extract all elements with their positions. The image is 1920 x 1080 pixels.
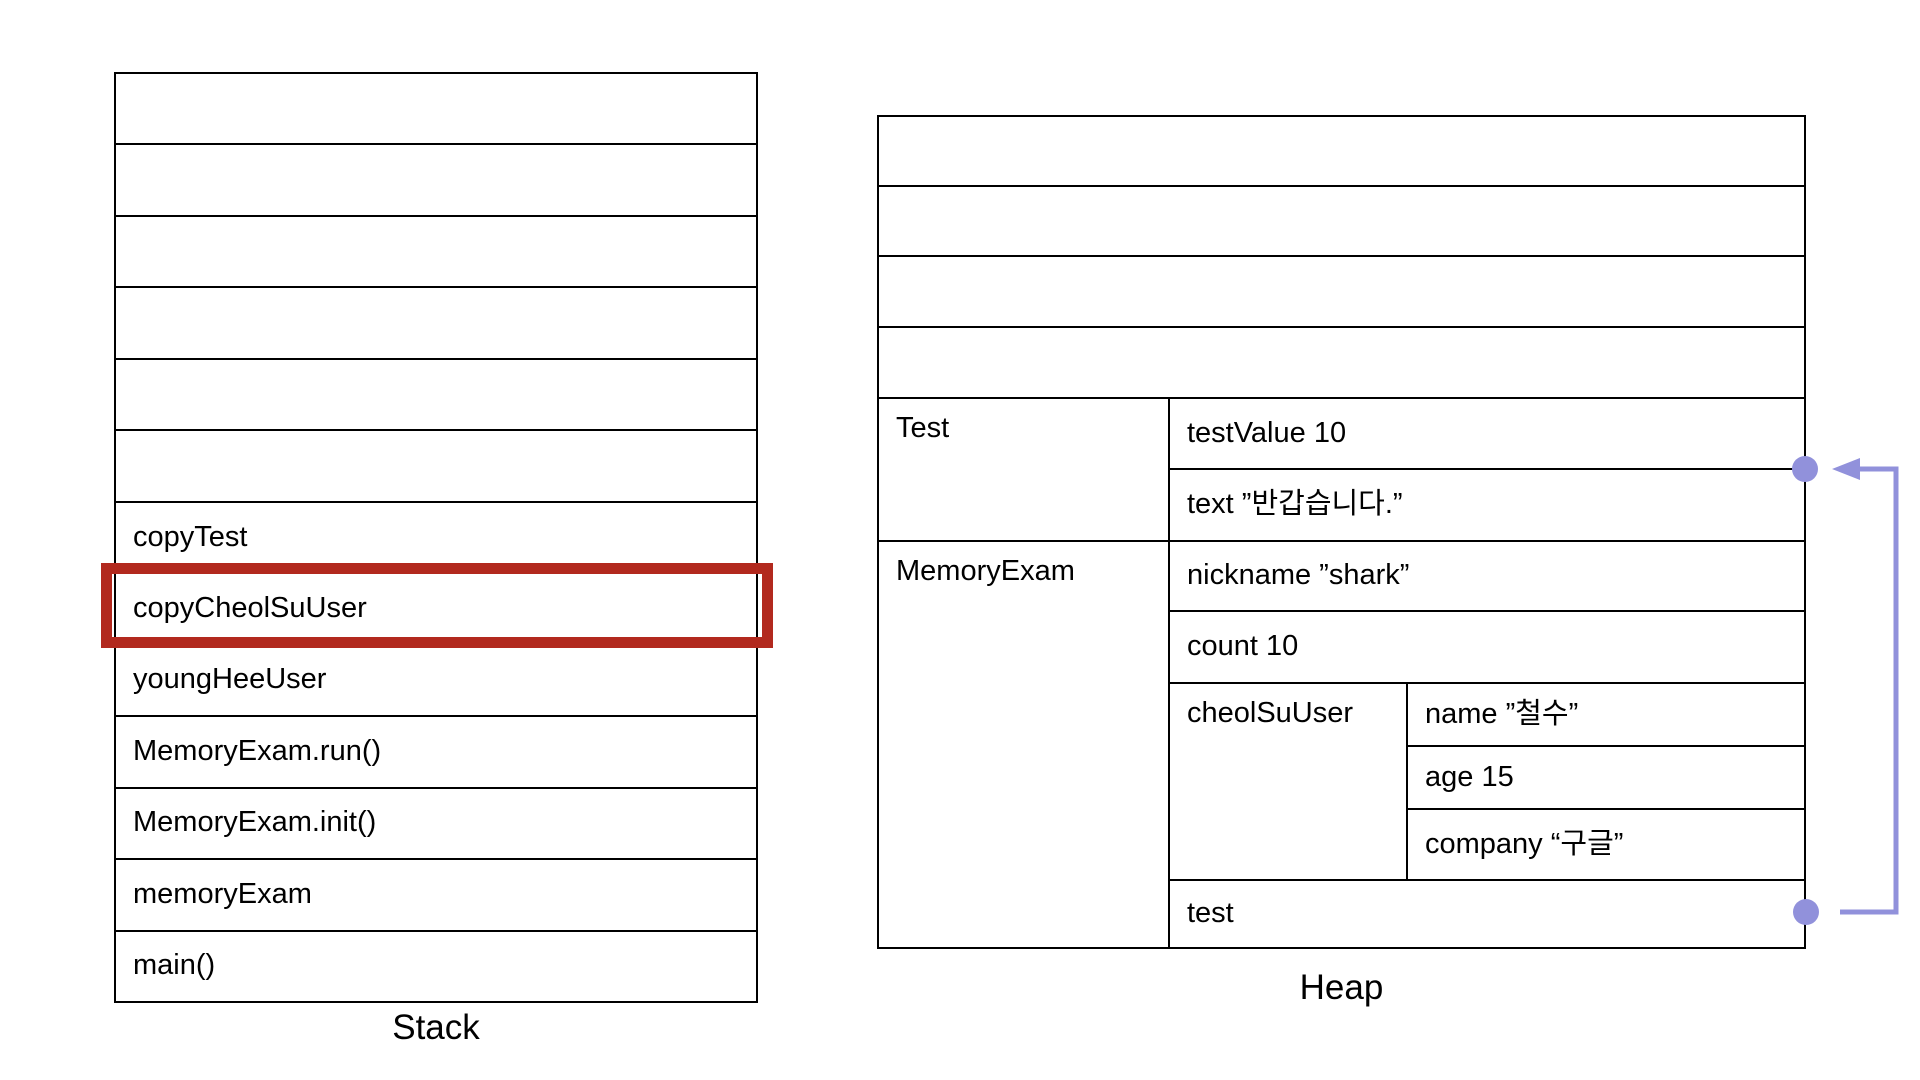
heap-field-test-reference: test [1170,881,1804,947]
heap-object-memory-exam-label: MemoryExam [879,542,1168,947]
heap-caption: Heap [1299,968,1384,1007]
stack-frame-memory-exam-init: MemoryExam.init() [116,788,756,859]
heap-empty-slot [879,187,1804,255]
stack-empty-slot [116,145,756,215]
heap-empty-slot [879,117,1804,185]
heap-field-text: text ”반갑습니다.” [1170,470,1804,540]
heap-field-test-value: testValue 10 [1170,399,1804,468]
stack-frame-young-hee-user: youngHeeUser [116,645,756,716]
stack-empty-slot [116,74,756,144]
connector-line [1840,466,1899,915]
stack-frame-memory-exam-run: MemoryExam.run() [116,717,756,787]
heap-field-company: company “구글” [1408,810,1804,879]
stack-frame-memory-exam: memoryExam [116,860,756,930]
heap-empty-slot [879,328,1804,397]
stack-caption: Stack [392,1008,480,1047]
heap-field-nickname: nickname ”shark” [1170,542,1804,610]
stack-empty-slot [116,288,756,358]
stack-empty-slot [116,431,756,501]
heap-field-count: count 10 [1170,612,1804,682]
stack-table: copyTest copyCheolSuUser youngHeeUser Me… [114,72,758,1003]
heap-field-name: name ”철수” [1408,684,1804,745]
stack-frame-main: main() [116,931,756,1001]
heap-object-cheol-su-user-label: cheolSuUser [1170,684,1406,879]
stack-empty-slot [116,359,756,430]
arrowhead-icon [1832,458,1860,480]
stack-frame-copy-test: copyTest [116,502,756,573]
highlight-box [101,563,773,648]
stack-frame-copy-cheol-su-user: copyCheolSuUser [116,574,756,644]
stack-empty-slot [116,216,756,287]
heap-field-age: age 15 [1408,747,1804,808]
heap-empty-slot [879,257,1804,326]
heap-object-test-label: Test [879,399,1168,540]
heap-table: Test testValue 10 text ”반갑습니다.” MemoryEx… [877,115,1806,949]
